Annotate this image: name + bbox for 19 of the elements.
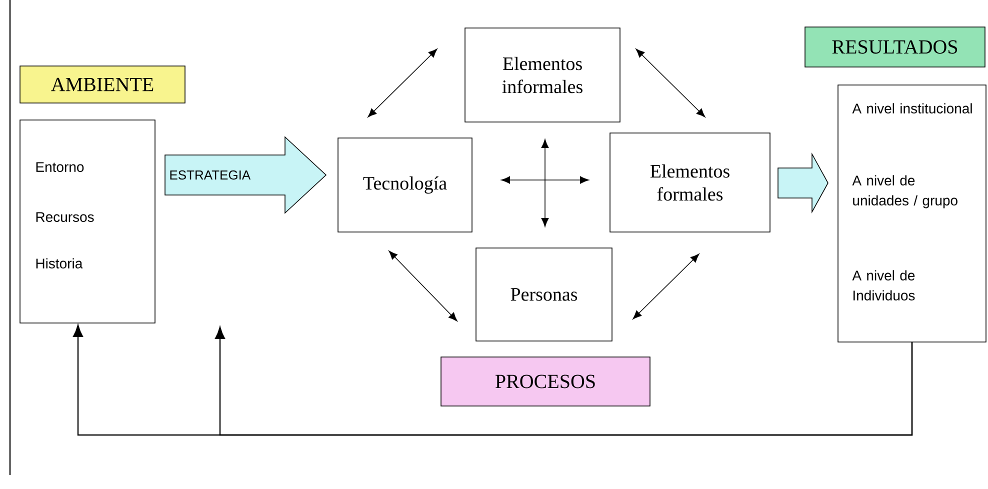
block-arrow xyxy=(164,136,327,214)
arrow xyxy=(501,176,589,184)
arrow xyxy=(632,254,700,320)
component-box: Elementos formales xyxy=(610,132,770,232)
heading-label: RESULTADOS xyxy=(804,26,986,68)
list-box: Entorno Recursos Historia xyxy=(20,120,156,324)
heading-label: PROCESOS xyxy=(440,356,650,406)
component-box: Elementos informales xyxy=(464,28,620,122)
arrow xyxy=(368,48,438,118)
heading-label: AMBIENTE xyxy=(20,66,186,104)
component-box: Personas xyxy=(476,248,612,342)
list-box: A nivel institucional A nivel de unidades / grupo A nivel de Individuos xyxy=(838,84,986,342)
arrow xyxy=(388,250,458,322)
arrow xyxy=(636,48,706,118)
edge-label: ESTRATEGIA xyxy=(170,170,251,180)
arrow xyxy=(214,326,913,436)
arrow xyxy=(541,139,549,227)
component-box: Tecnología xyxy=(338,138,472,232)
block-arrow xyxy=(778,152,828,214)
